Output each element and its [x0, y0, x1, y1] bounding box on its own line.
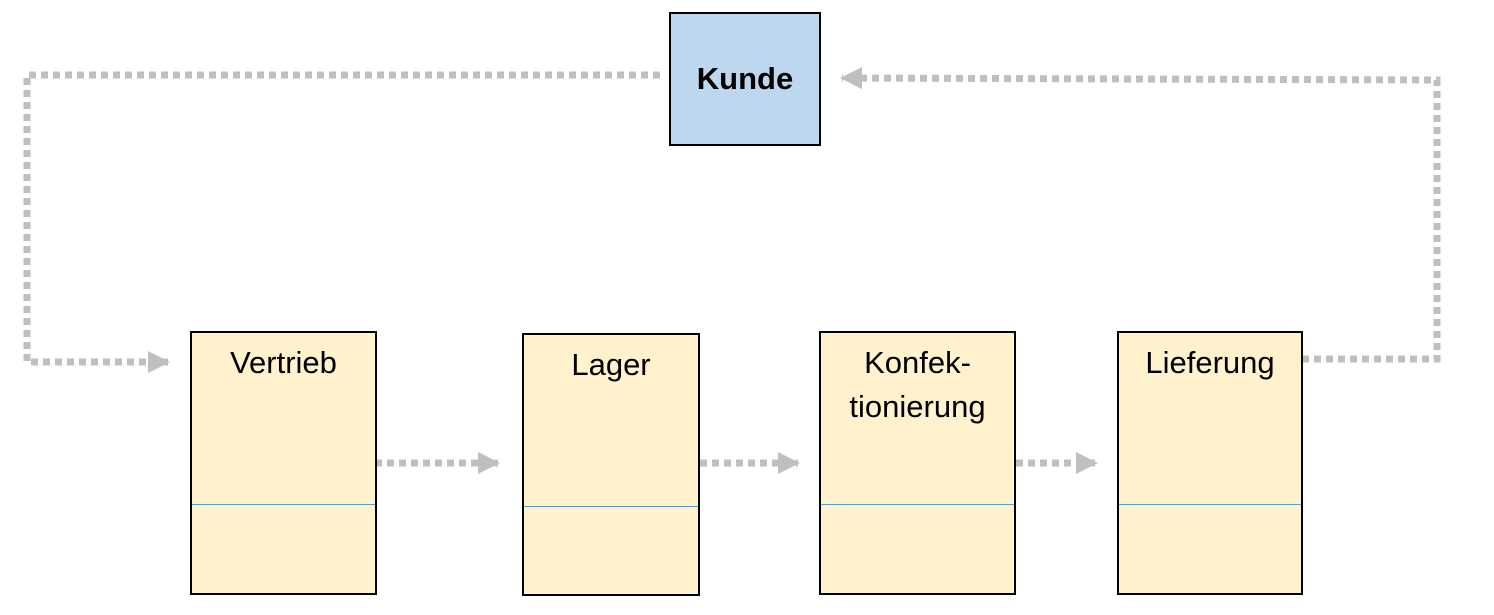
step-label-vertrieb: Vertrieb [230, 345, 337, 380]
process-step-vertrieb: Vertrieb [190, 331, 377, 595]
step-label-lieferung: Lieferung [1145, 345, 1275, 380]
step-divider [821, 504, 1014, 505]
customer-label: Kunde [696, 61, 794, 96]
step-label-lager: Lager [571, 347, 651, 382]
step-divider [1119, 504, 1301, 505]
customer-node: Kunde [669, 12, 821, 146]
step-label-konfektionierung: Konfek- tionierung [849, 345, 986, 424]
connector-lieferung-to-kunde [840, 67, 1441, 363]
process-step-lieferung: Lieferung [1117, 331, 1303, 595]
process-step-lager: Lager [522, 333, 700, 596]
step-divider [524, 506, 698, 507]
step-divider [192, 504, 375, 505]
connector-kunde-to-vertrieb [23, 71, 660, 373]
process-step-konfektionierung: Konfek- tionierung [819, 331, 1016, 595]
